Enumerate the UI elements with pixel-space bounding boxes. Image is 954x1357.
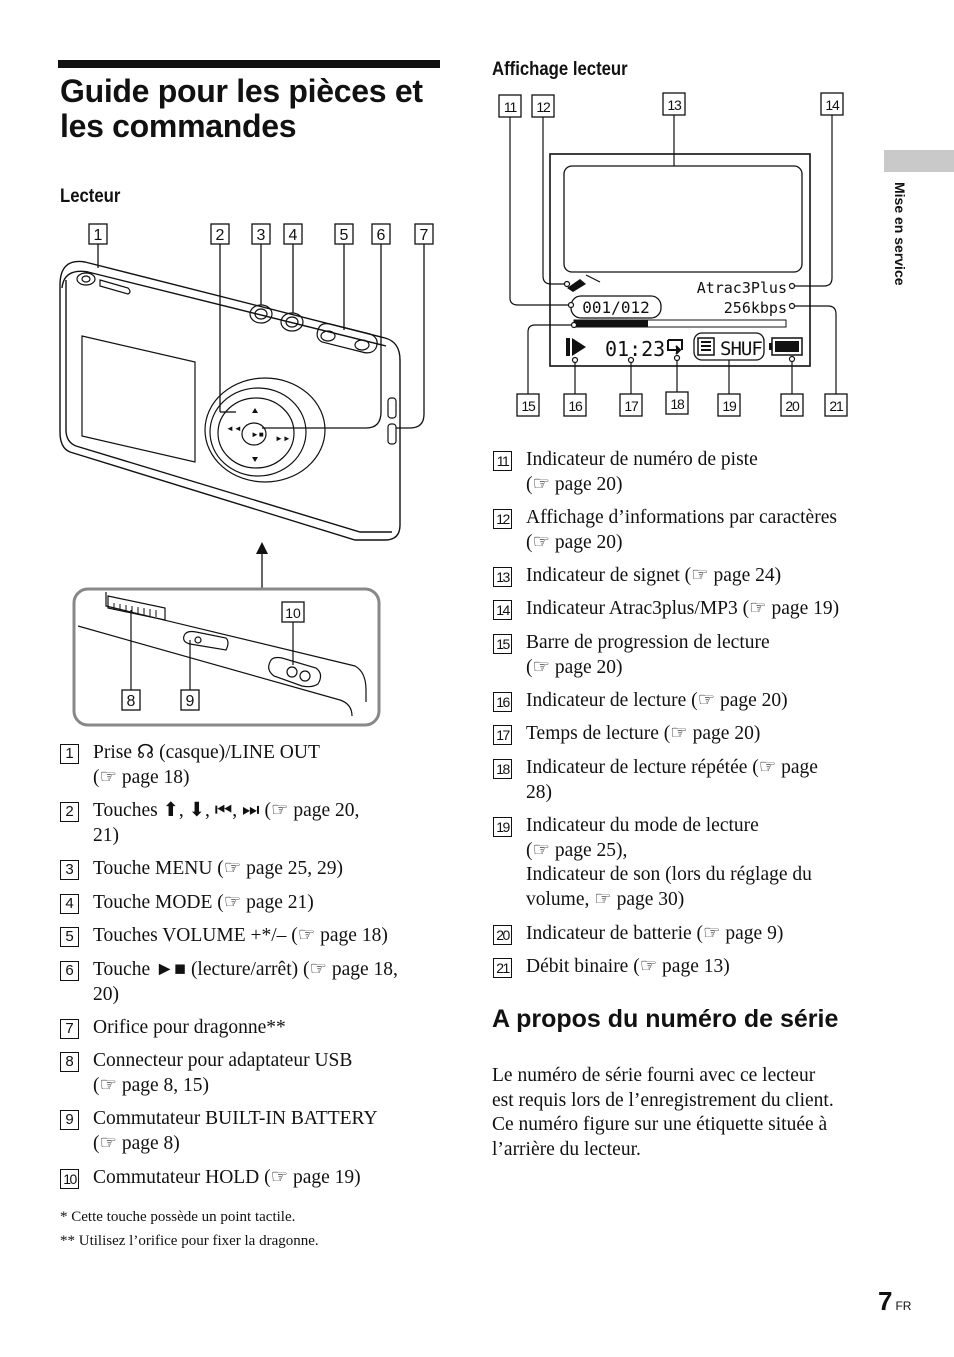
legend-item: 12 Affichage d’informations par caractèr…: [493, 506, 837, 555]
legend-item: 16 Indicateur de lecture (☞ page 20): [493, 689, 788, 714]
legend-item: 11 Indicateur de numéro de piste(☞ page …: [493, 448, 758, 497]
callout-12: 12: [536, 99, 551, 115]
footnote-1: * Cette touche possède un point tactile.: [60, 1209, 296, 1225]
play-indicator-icon: [566, 338, 586, 356]
legend-item: 10 Commutateur HOLD (☞ page 19): [60, 1166, 361, 1191]
callout-14: 14: [825, 97, 840, 113]
footnote-2: ** Utilisez l’orifice pour fixer la drag…: [60, 1233, 319, 1249]
legend-item: 6 Touche ►■ (lecture/arrêt) (☞ page 18,2…: [60, 958, 398, 1007]
callout-7: 7: [420, 227, 429, 244]
battery-icon: [769, 337, 803, 356]
progress-fill: [574, 320, 648, 327]
repeat-icon: [667, 339, 683, 355]
player-body: [59, 260, 401, 541]
callout-6: 6: [377, 227, 386, 244]
legend-item: 13 Indicateur de signet (☞ page 24): [493, 564, 781, 589]
char-display-area: [563, 165, 803, 273]
legend-item: 8 Connecteur pour adaptateur USB(☞ page …: [60, 1049, 352, 1098]
player-diagram: 1 2 3 4 5 6 7 10 8 9 ►■: [59, 223, 434, 727]
legend-item: 15 Barre de progression de lecture(☞ pag…: [493, 631, 770, 680]
legend-item: 21 Débit binaire (☞ page 13): [493, 955, 730, 980]
player-heading: Lecteur: [60, 186, 121, 207]
page-title: Guide pour les pièces et les commandes: [60, 73, 423, 144]
svg-text:►■: ►■: [251, 430, 264, 439]
play-time: 01:23: [605, 337, 665, 361]
legend-item: 20 Indicateur de batterie (☞ page 9): [493, 922, 783, 947]
callout-1: 1: [94, 227, 103, 244]
legend-item: 14 Indicateur Atrac3plus/MP3 (☞ page 19): [493, 597, 839, 622]
callout-3: 3: [257, 227, 266, 244]
callout-17: 17: [624, 398, 639, 414]
callout-18: 18: [670, 396, 685, 412]
section-tab: [884, 150, 954, 172]
codec-indicator: Atrac3Plus: [697, 279, 787, 297]
svg-text:◄◄: ◄◄: [226, 424, 242, 433]
callout-16: 16: [568, 398, 583, 414]
lcd-frame: [549, 153, 811, 367]
legend-item: 3 Touche MENU (☞ page 25, 29): [60, 857, 343, 882]
display-heading: Affichage lecteur: [492, 59, 628, 80]
legend-item: 4 Touche MODE (☞ page 21): [60, 891, 314, 916]
title-rule: [58, 60, 440, 68]
legend-item: 19 Indicateur du mode de lecture(☞ page …: [493, 814, 812, 912]
legend-item: 2 Touches ⬆, ⬇, ⏮, ⏭ (☞ page 20,21): [60, 799, 359, 848]
legend-item: 18 Indicateur de lecture répétée (☞ page…: [493, 756, 818, 805]
player-legend: 1 Prise ☊ (casque)/LINE OUT(☞ page 18) 2…: [60, 741, 450, 1201]
serial-body: Le numéro de série fourni avec ce lecteu…: [492, 1065, 834, 1160]
callout-2: 2: [216, 227, 225, 244]
bitrate-indicator: 256kbps: [724, 299, 787, 317]
list-icon: [697, 337, 715, 356]
callout-15: 15: [521, 398, 536, 414]
svg-text:►►: ►►: [275, 434, 291, 443]
serial-heading: A propos du numéro de série: [492, 1005, 839, 1033]
section-tab-label: Mise en service: [892, 182, 908, 286]
callout-13: 13: [667, 97, 682, 113]
legend-item: 7 Orifice pour dragonne**: [60, 1016, 286, 1041]
callout-5: 5: [340, 227, 349, 244]
legend-item: 1 Prise ☊ (casque)/LINE OUT(☞ page 18): [60, 741, 320, 790]
legend-item: 17 Temps de lecture (☞ page 20): [493, 722, 760, 747]
track-number: 001/012: [582, 298, 649, 317]
callout-10: 10: [285, 605, 301, 621]
display-diagram: 11 12 13 14 15 16 17 18 19 20 21 Atrac3P…: [498, 92, 848, 417]
callout-4: 4: [289, 227, 298, 244]
callout-19: 19: [722, 398, 737, 414]
legend-item: 9 Commutateur BUILT-IN BATTERY(☞ page 8): [60, 1107, 378, 1156]
callout-21: 21: [829, 398, 844, 414]
bookmark-icon: [567, 274, 601, 292]
callout-11: 11: [504, 99, 518, 115]
display-legend: 11 Indicateur de numéro de piste(☞ page …: [493, 448, 873, 988]
legend-item: 5 Touches VOLUME +*/– (☞ page 18): [60, 924, 388, 949]
callout-8: 8: [127, 693, 136, 710]
play-mode: SHUF: [720, 338, 762, 360]
callout-9: 9: [186, 693, 195, 710]
callout-20: 20: [785, 398, 800, 414]
